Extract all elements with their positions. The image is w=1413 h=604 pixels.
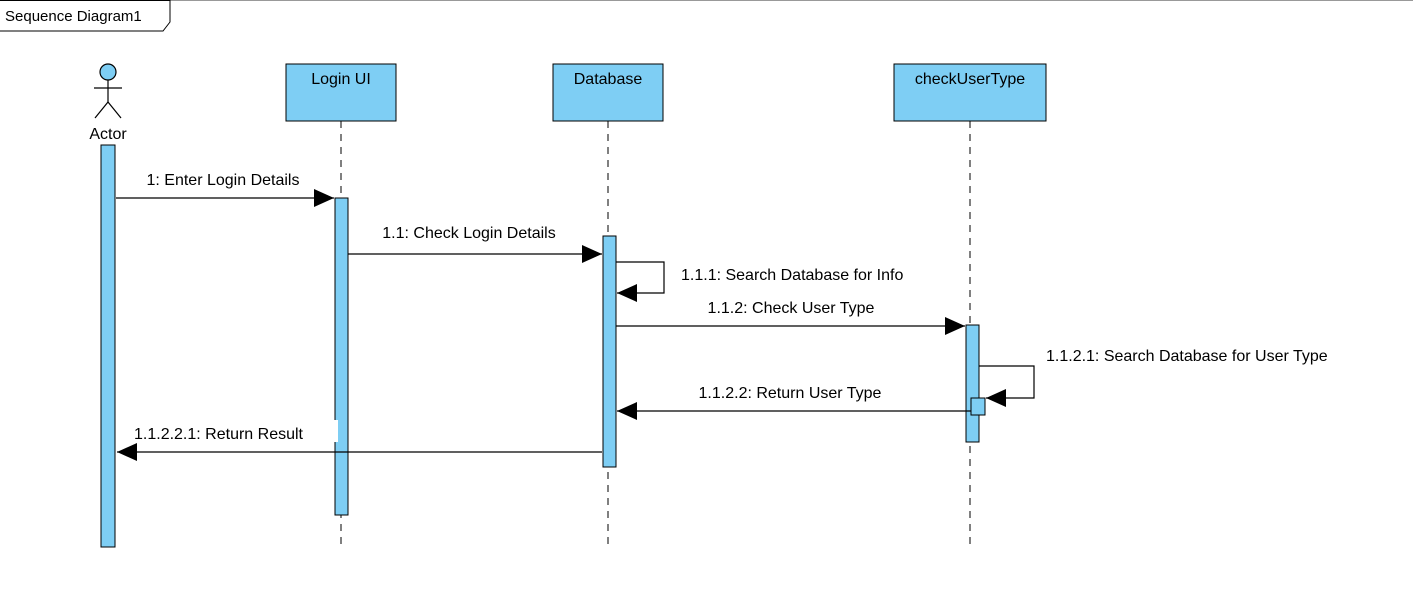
message-return-result[interactable]: 1.1.2.2.1: Return Result [117,420,602,461]
message-label: 1.1.2.2.1: Return Result [134,426,304,443]
actor-participant[interactable]: Actor [89,63,127,143]
message-enter-login-details[interactable]: 1: Enter Login Details [116,172,334,207]
participant-login-ui[interactable]: Login UI [285,63,397,122]
activation-login-ui [334,197,349,516]
activation-check-user-type-nested [970,397,986,416]
frame-title: Sequence Diagram1 [5,8,142,25]
message-check-login-details[interactable]: 1.1: Check Login Details [348,225,602,263]
actor-head [99,63,117,81]
activation-actor [100,144,116,548]
message-label: 1: Enter Login Details [147,172,300,189]
message-search-database-for-user-type[interactable]: 1.1.2.1: Search Database for User Type [979,348,1328,407]
activation-database [602,235,617,468]
diagram-frame: Sequence Diagram1 [0,0,1413,32]
actor-label: Actor [89,126,127,143]
activation-check-user-type [965,324,980,443]
check-user-type-label: checkUserType [915,71,1025,88]
message-label: 1.1.1: Search Database for Info [681,267,903,284]
participant-check-user-type[interactable]: checkUserType [893,63,1047,122]
message-label: 1.1.2: Check User Type [708,300,875,317]
database-label: Database [574,71,643,88]
label-background [130,420,338,442]
login-ui-label: Login UI [311,71,371,88]
participant-database[interactable]: Database [552,63,664,122]
message-return-user-type[interactable]: 1.1.2.2: Return User Type [617,385,971,420]
message-check-user-type[interactable]: 1.1.2: Check User Type [616,300,965,335]
message-label: 1.1: Check Login Details [382,225,555,242]
message-label: 1.1.2.2: Return User Type [699,385,882,402]
message-label: 1.1.2.1: Search Database for User Type [1046,348,1328,365]
message-search-database-for-info[interactable]: 1.1.1: Search Database for Info [616,261,903,302]
